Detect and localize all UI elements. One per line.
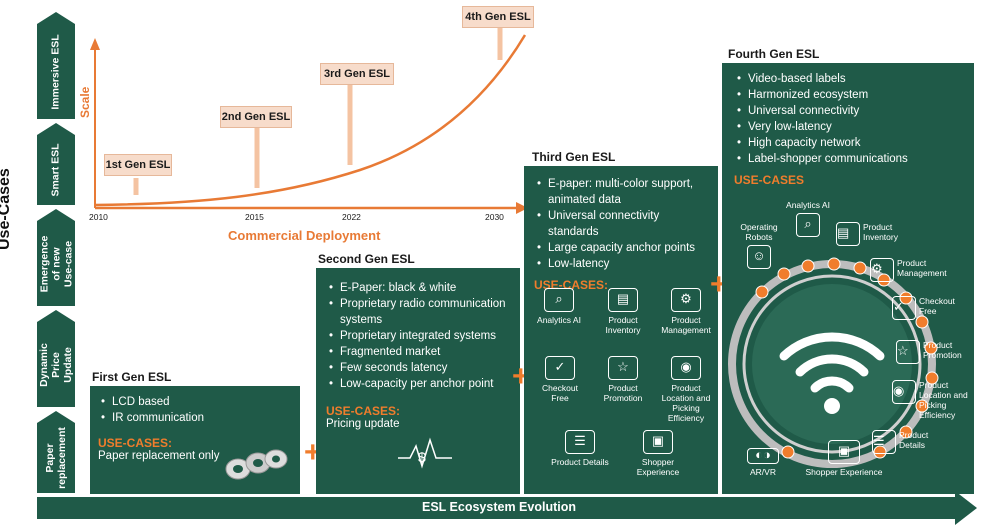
stage-chevron: [37, 123, 75, 135]
gen1-panel: LCD based IR communication USE-CASES: Pa…: [90, 386, 300, 494]
shopper-screen-icon: ▣: [643, 430, 673, 454]
shopper-screen-icon: ▣: [828, 440, 860, 464]
gen3-product-management: ⚙Product Management: [660, 288, 712, 335]
growth-chart: [90, 26, 528, 214]
gear-icon: ⚙: [870, 258, 894, 282]
evolution-arrow: [37, 497, 957, 519]
gen3-box: 3rd Gen ESL: [320, 63, 394, 85]
gen4-product-inventory: ▤Product Inventory: [836, 222, 910, 246]
location-icon: ◉: [671, 356, 701, 380]
growth-curve: [94, 34, 527, 207]
gen1-use-case: Paper replacement only: [98, 450, 220, 462]
gen3-bullets: E-paper: multi-color support, animated d…: [534, 176, 708, 272]
gen4-analytics-ai: Analytics AI⌕: [783, 200, 833, 240]
details-icon: ☰: [872, 430, 896, 454]
stage-emergence: Emergence of new Use-case: [37, 221, 75, 306]
gen1-box: 1st Gen ESL: [104, 154, 172, 176]
evolution-label: ESL Ecosystem Evolution: [422, 500, 576, 514]
gen2-use-cases-label: USE-CASES:: [326, 404, 401, 418]
gen3-shopper-experience: ▣Shopper Experience: [620, 430, 696, 477]
gen3-checkout-free: ✓Checkout Free: [534, 356, 586, 403]
gen4-product-location: ◉Product Location and Picking Efficiency: [892, 380, 968, 420]
chart-x-axis-arrowhead: [516, 202, 528, 214]
robot-icon: ☺: [747, 245, 771, 269]
gen4-title: Fourth Gen ESL: [728, 47, 820, 61]
inventory-icon: ▤: [836, 222, 860, 246]
stage-dynamic-price: Dynamic Price Update: [37, 322, 75, 407]
stage-chevron: [37, 12, 75, 24]
gen4-operating-robots: Operating Robots☺: [727, 222, 791, 272]
tick-2010: 2010: [89, 212, 108, 222]
scale-label: Scale: [78, 86, 92, 118]
gen3-product-details: ☰Product Details: [550, 430, 610, 467]
gen1-bullets: LCD based IR communication: [98, 394, 292, 426]
gen4-product-promotion: ☆Product Promotion: [896, 340, 968, 364]
gen4-use-cases-label: USE-CASES: [734, 173, 805, 187]
stage-chevron: [37, 411, 75, 423]
cart-icon: ✓: [892, 296, 916, 320]
gen1-title: First Gen ESL: [92, 370, 172, 384]
wifi-dot: [824, 398, 840, 414]
details-icon: ☰: [565, 430, 595, 454]
ring-core: [752, 284, 912, 444]
gen3-analytics-ai: ⌕Analytics AI: [534, 288, 584, 325]
gen3-product-inventory: ▤Product Inventory: [598, 288, 648, 335]
gen4-ar-vr: ◐◑AR/VR: [736, 448, 790, 477]
promotion-icon: ☆: [608, 356, 638, 380]
tick-2030: 2030: [485, 212, 504, 222]
tick-2022: 2022: [342, 212, 361, 222]
svg-text:$: $: [418, 449, 426, 465]
wifi-icon: [779, 332, 885, 393]
stage-paper-replacement: Paper replacement: [37, 423, 75, 493]
gen3-product-location: ◉Product Location and Picking Efficiency: [655, 356, 717, 423]
gen1-use-cases-label: USE-CASES:: [98, 436, 173, 450]
gen4-product-management: ⚙Product Management: [870, 258, 954, 282]
gen2-panel: E-Paper: black & white Proprietary radio…: [316, 268, 520, 494]
gen3-panel: E-paper: multi-color support, animated d…: [524, 166, 718, 494]
tick-2015: 2015: [245, 212, 264, 222]
gen2-title: Second Gen ESL: [318, 252, 415, 266]
connectivity-ring: [728, 257, 939, 468]
stage-immersive: Immersive ESL: [37, 24, 75, 119]
price-pulse-icon: $: [398, 437, 452, 469]
vr-headset-icon: ◐◑: [747, 448, 779, 464]
gen2-use-case: Pricing update: [326, 418, 400, 430]
ring-nodes: [755, 257, 939, 459]
commercial-deployment-label: Commercial Deployment: [228, 228, 381, 243]
gen2-box: 2nd Gen ESL: [220, 106, 292, 128]
gen4-box: 4th Gen ESL: [462, 6, 534, 28]
cart-icon: ✓: [545, 356, 575, 380]
gen4-product-details: ☰Product Details: [872, 430, 944, 454]
inventory-icon: ▤: [608, 288, 638, 312]
gen2-bullets: E-Paper: black & white Proprietary radio…: [326, 280, 510, 392]
chart-y-axis-arrowhead: [90, 38, 100, 50]
analytics-icon: ⌕: [544, 288, 574, 312]
y-axis-title: Use-Cases: [0, 168, 13, 250]
gen4-shopper-experience: ▣Shopper Experience: [802, 440, 886, 477]
stage-smart: Smart ESL: [37, 135, 75, 205]
gen4-bullets: Video-based labels Harmonized ecosystem …: [734, 71, 962, 167]
gear-icon: ⚙: [671, 288, 701, 312]
location-icon: ◉: [892, 380, 916, 404]
gen3-title: Third Gen ESL: [532, 150, 616, 164]
gen3-product-promotion: ☆Product Promotion: [598, 356, 648, 403]
ring-inner: [742, 274, 922, 454]
promotion-icon: ☆: [896, 340, 920, 364]
paper-roll-icon: [225, 449, 288, 480]
stage-chevron: [37, 209, 75, 221]
gen4-checkout-free: ✓Checkout Free: [892, 296, 962, 320]
stage-chevron: [37, 310, 75, 322]
evolution-arrowhead: [955, 491, 977, 525]
analytics-icon: ⌕: [796, 213, 820, 237]
